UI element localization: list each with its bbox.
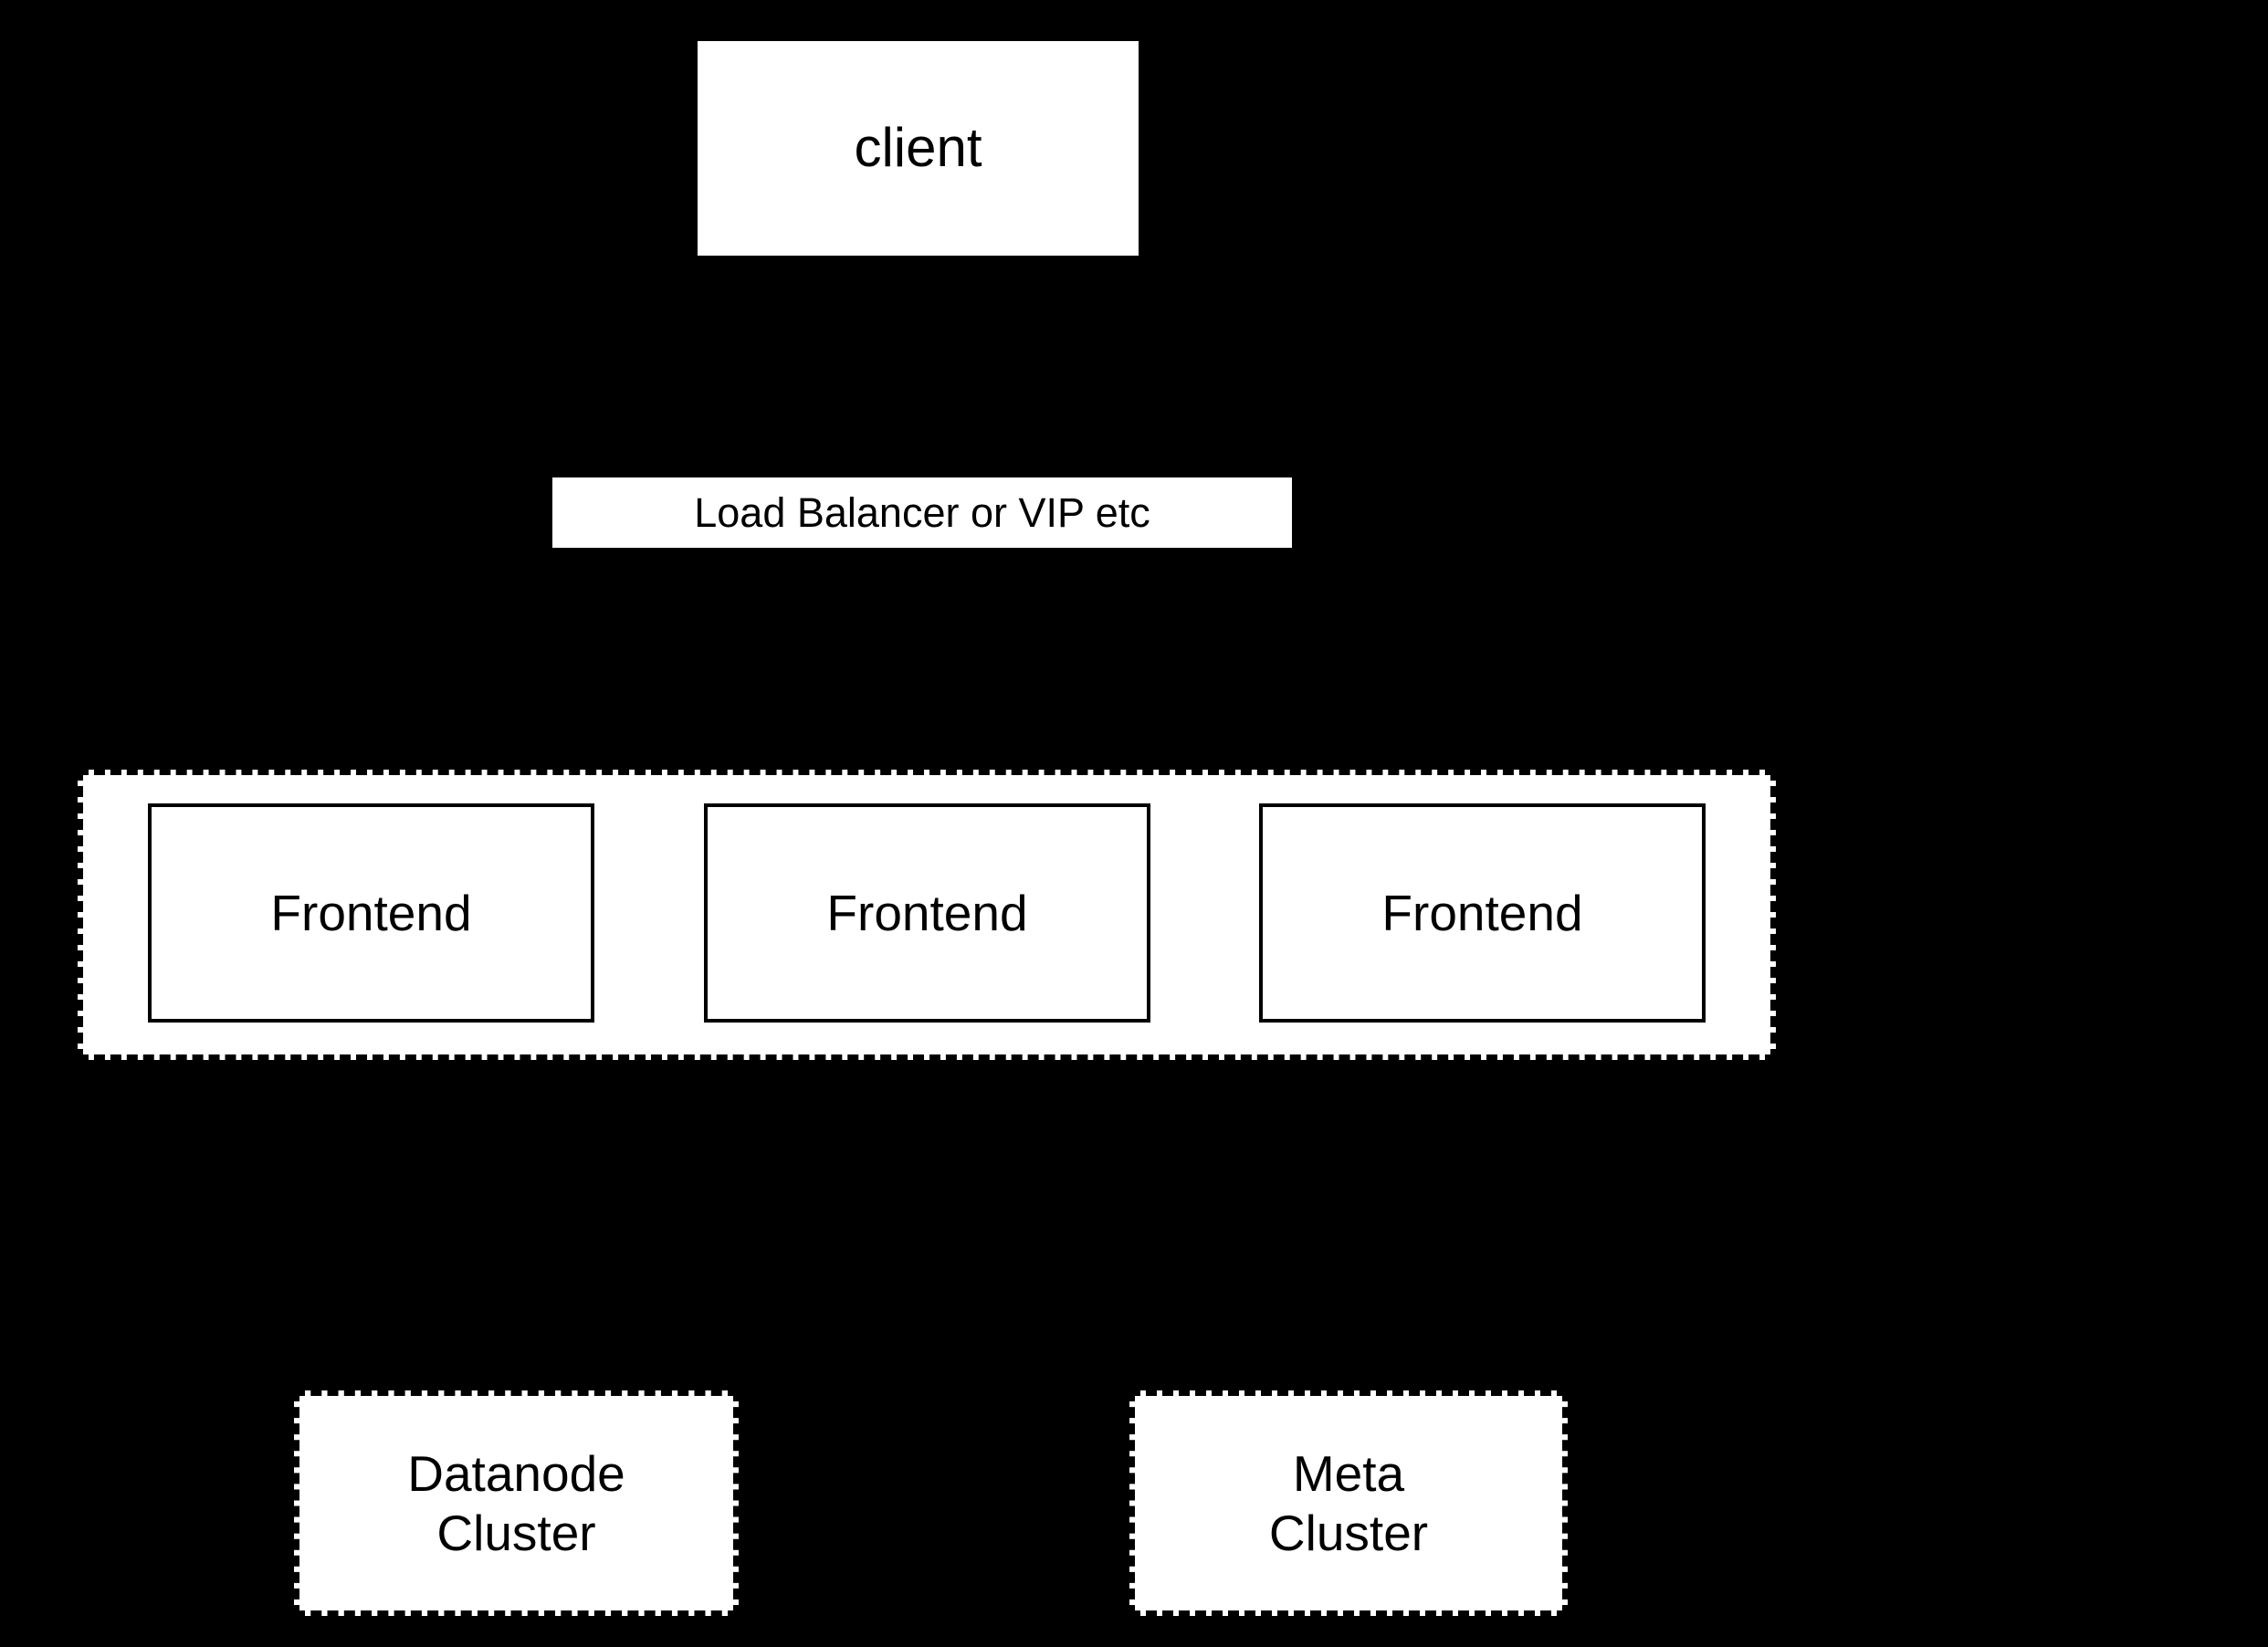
client-node: client (698, 41, 1139, 256)
frontend-node-2-label: Frontend (826, 884, 1028, 941)
client-node-label: client (854, 117, 982, 179)
load-balancer-node: Load Balancer or VIP etc (552, 477, 1292, 548)
datanode-cluster-node-label: Datanode Cluster (407, 1444, 625, 1561)
frontend-node-1-label: Frontend (270, 884, 472, 941)
meta-cluster-node: Meta Cluster (1129, 1390, 1568, 1616)
frontend-node-2: Frontend (704, 803, 1150, 1023)
load-balancer-node-label: Load Balancer or VIP etc (694, 488, 1150, 536)
frontend-node-1: Frontend (148, 803, 594, 1023)
frontend-node-3-label: Frontend (1381, 884, 1583, 941)
frontend-node-3: Frontend (1259, 803, 1706, 1023)
datanode-cluster-node: Datanode Cluster (294, 1390, 739, 1616)
meta-cluster-node-label: Meta Cluster (1268, 1444, 1429, 1561)
